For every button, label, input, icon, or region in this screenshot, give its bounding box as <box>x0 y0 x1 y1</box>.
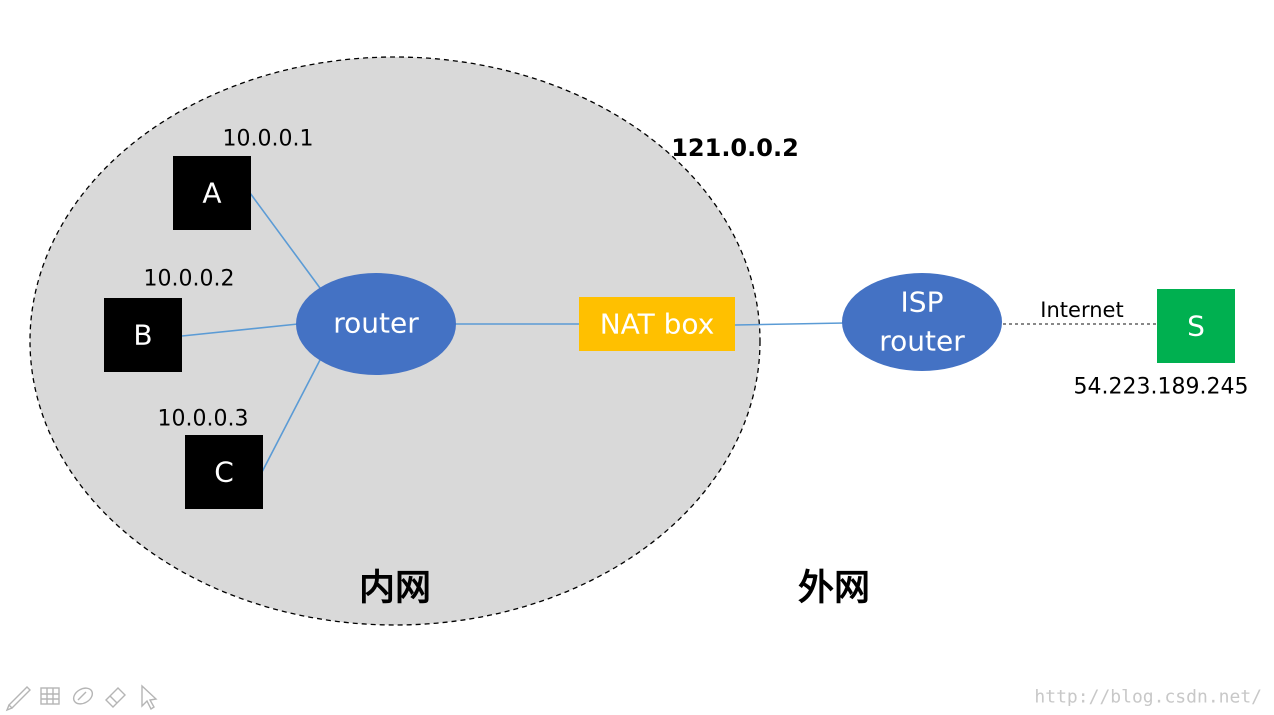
host-b: B <box>104 298 182 372</box>
host-b-label: B <box>133 319 152 352</box>
host-c-box <box>185 435 263 509</box>
eraser-icon[interactable] <box>105 687 126 708</box>
host-b-ip: 10.0.0.2 <box>144 267 235 292</box>
host-a: A <box>173 156 251 230</box>
presentation-toolbar <box>5 684 158 712</box>
host-c: C <box>185 435 263 509</box>
nat-box-label: NAT box <box>600 308 715 341</box>
link-b-router <box>181 323 299 337</box>
server-s-ip: 54.223.189.245 <box>1074 375 1249 400</box>
isp-router-label-line2: router <box>879 325 965 358</box>
host-a-label: A <box>202 177 221 210</box>
host-b-box <box>104 298 182 372</box>
nat-box-shape <box>579 297 735 351</box>
link-c-router <box>261 359 321 473</box>
host-c-ip: 10.0.0.3 <box>158 407 249 432</box>
nat-box: NAT box <box>579 297 735 351</box>
lan-router-label: router <box>333 307 419 340</box>
eraser-blob-icon[interactable] <box>71 685 95 707</box>
link-a-router <box>249 192 321 289</box>
host-a-box <box>173 156 251 230</box>
host-c-label: C <box>214 456 234 489</box>
pointer-icon[interactable] <box>141 684 158 711</box>
links <box>181 192 846 473</box>
watermark-text: http://blog.csdn.net/ <box>1034 687 1262 708</box>
isp-router-label-line1: ISP <box>901 286 944 319</box>
server-s: S <box>1157 289 1235 363</box>
isp-router: ISP router <box>842 273 1002 371</box>
isp-router-shape <box>842 273 1002 371</box>
grid-icon[interactable] <box>40 687 60 705</box>
host-a-ip: 10.0.0.1 <box>223 127 314 152</box>
server-s-box <box>1157 289 1235 363</box>
nat-public-ip: 121.0.0.2 <box>671 134 799 162</box>
zone-inner-label: 内网 <box>359 568 431 609</box>
server-s-label: S <box>1187 310 1205 343</box>
internet-label: Internet <box>1040 298 1123 322</box>
zone-outer-label: 外网 <box>798 568 870 609</box>
link-nat-isp <box>734 322 846 326</box>
pen-icon[interactable] <box>5 686 31 712</box>
lan-router: router <box>296 273 456 375</box>
lan-router-shape <box>296 273 456 375</box>
